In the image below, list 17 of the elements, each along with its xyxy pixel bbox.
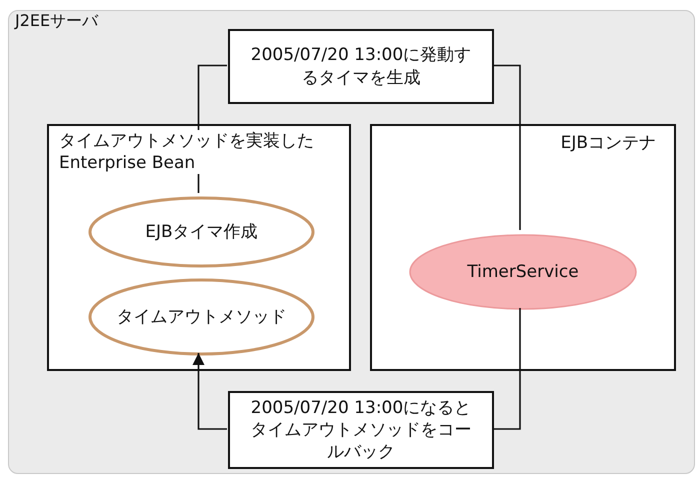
service-ellipse [408,233,638,311]
process-ellipse [88,278,315,356]
container-title: J2EEサーバ [15,11,98,30]
note-text: 2005/07/20 13:00に発動するタイマを生成 [250,44,472,89]
connector-line [493,308,521,430]
container-box [370,124,676,371]
note-box [228,391,494,469]
container-box [47,124,351,371]
server-container [8,10,695,474]
note-text: 2005/07/20 13:00になるとタイムアウトメソッドをコールバック [250,396,472,464]
arrow [192,353,227,430]
ellipse-label: TimerService [467,260,579,284]
connector-line [493,64,521,230]
ellipse-label: タイムアウトメソッド [116,306,286,328]
note-box [228,29,494,104]
process-ellipse [88,196,315,268]
ellipse-label: EJBタイマ作成 [145,220,258,244]
